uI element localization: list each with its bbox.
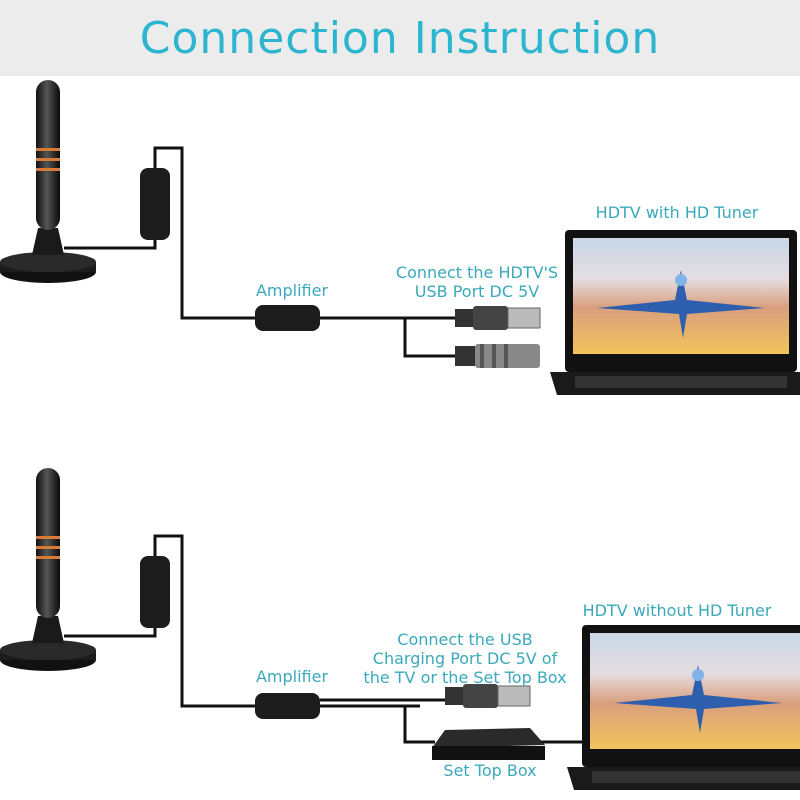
usb-plug-icon — [454, 305, 541, 331]
tv-label: HDTV without HD Tuner — [582, 601, 772, 620]
set-top-box-label: Set Top Box — [443, 761, 537, 780]
coax-connector-icon — [455, 344, 540, 368]
usb-plug-icon — [444, 683, 531, 709]
tv-label: HDTV with HD Tuner — [595, 203, 759, 222]
page-title: Connection Instruction — [139, 12, 661, 64]
connect-instruction: Connect the USB Charging Port DC 5V of t… — [363, 630, 566, 687]
connect-instruction: Connect the HDTV'S USB Port DC 5V — [396, 263, 558, 301]
amplifier-label: Amplifier — [255, 281, 329, 300]
connect-line: Charging Port DC 5V of — [372, 649, 558, 668]
amplifier-label: Amplifier — [255, 667, 329, 686]
laptop-icon — [550, 230, 800, 395]
connect-line: Connect the USB — [397, 630, 533, 649]
diagram1-art — [0, 78, 800, 395]
connect-line: USB Port DC 5V — [414, 282, 540, 301]
connect-line: the TV or the Set Top Box — [363, 668, 567, 687]
set-top-box-icon — [432, 728, 545, 760]
diagram2-art — [0, 466, 800, 790]
laptop-icon — [567, 625, 800, 790]
header-band: Connection Instruction — [0, 0, 800, 76]
connect-line: Connect the HDTV'S — [395, 263, 559, 282]
